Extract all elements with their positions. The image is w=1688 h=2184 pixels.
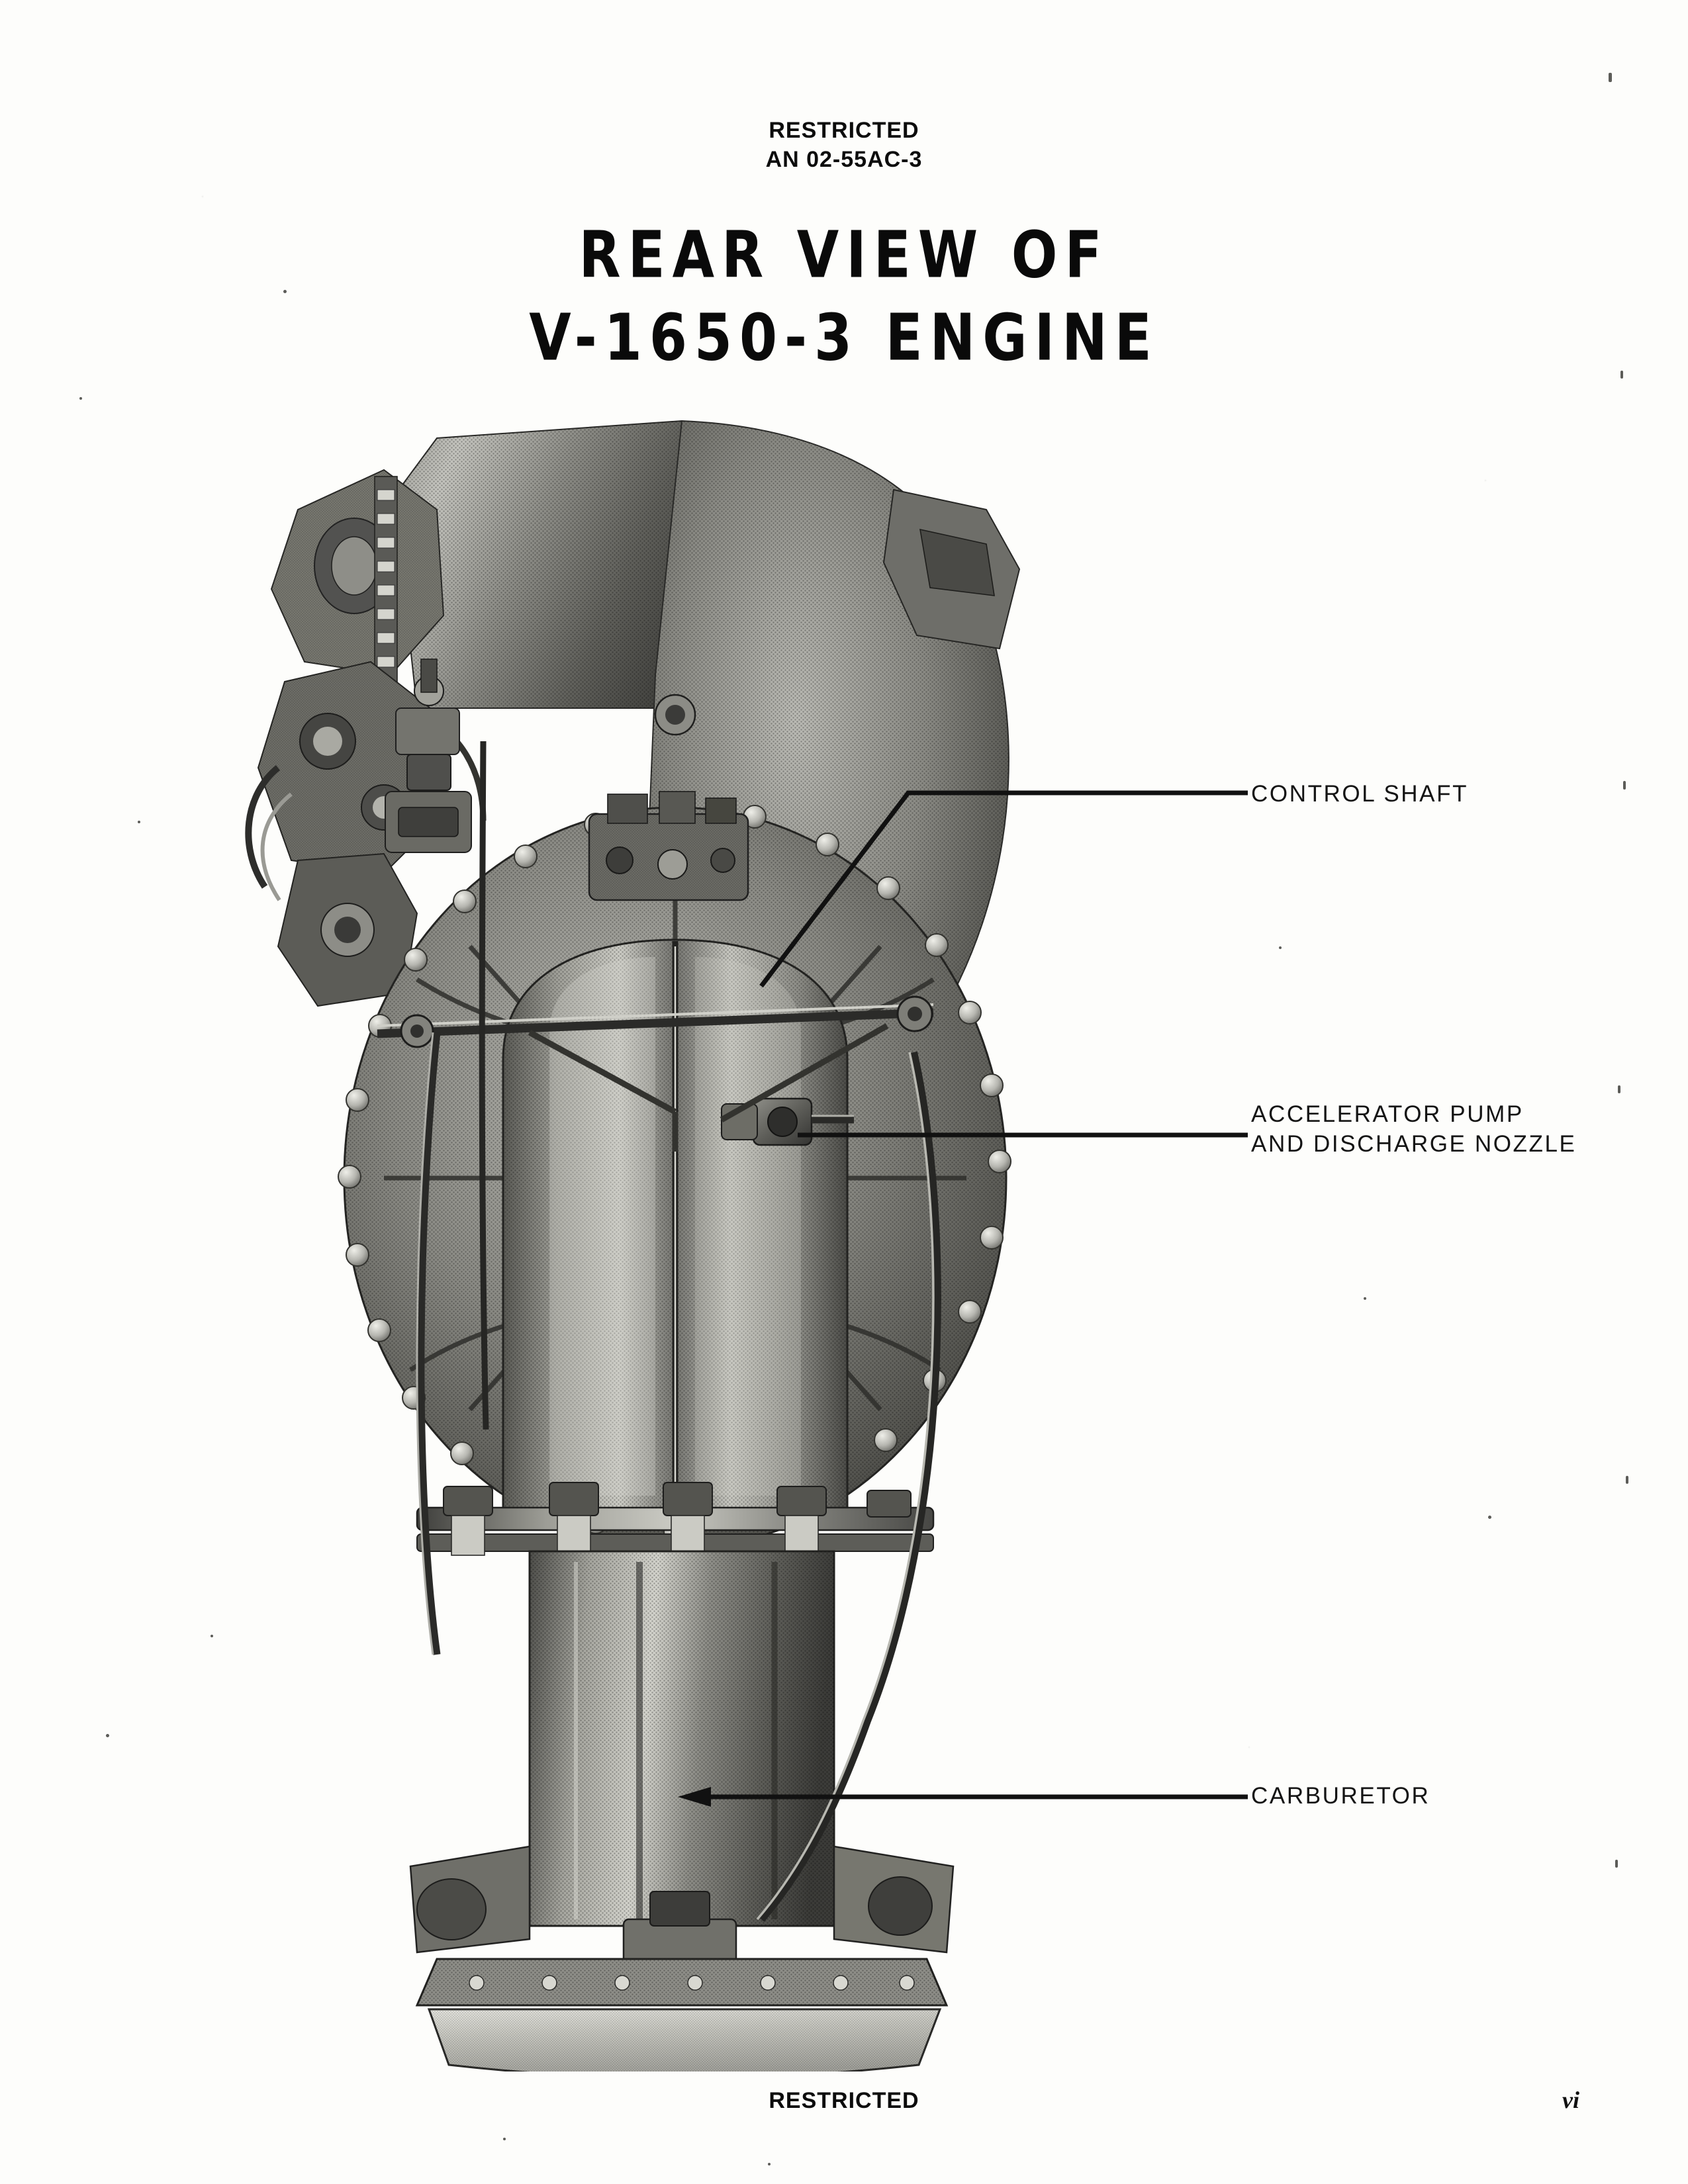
paper-speck (1626, 1476, 1628, 1484)
callout-control-shaft: CONTROL SHAFT (1251, 780, 1468, 809)
header-classification: RESTRICTED (769, 118, 919, 143)
control-shaft-linkage (377, 995, 934, 1152)
header-document-number: AN 02-55AC-3 (765, 147, 923, 172)
paper-speck (1609, 73, 1612, 82)
paper-speck (503, 2138, 506, 2140)
accelerator-pump-assembly (721, 1097, 854, 1146)
intake-manifold (502, 791, 849, 1517)
engine-photograph (218, 397, 1225, 2071)
paper-speck (1279, 946, 1282, 949)
paper-speck (1364, 1297, 1366, 1300)
oil-sump-pan (415, 1958, 949, 2071)
engine-photo-svg (245, 420, 1021, 2071)
callout-carburetor: CARBURETOR (1251, 1782, 1430, 1811)
callout-carburetor-line-1: CARBURETOR (1251, 1783, 1430, 1809)
external-tubing (416, 741, 941, 1922)
page-title-line-2: V-1650-3 ENGINE (529, 301, 1159, 376)
callout-control-shaft-line-1: CONTROL SHAFT (1251, 781, 1469, 807)
paper-speck (138, 821, 140, 823)
callout-accelerator-pump-line-1: ACCELERATOR PUMP (1251, 1101, 1524, 1127)
callout-accelerator-pump-line-2: AND DISCHARGE NOZZLE (1251, 1130, 1577, 1157)
paper-speck (1615, 1860, 1618, 1868)
lower-manifold-flanges (416, 1482, 935, 1556)
page-number: vi (1562, 2087, 1579, 2113)
engine-mount-brackets (409, 1845, 955, 1954)
paper-speck (211, 1635, 213, 1637)
paper-speck (1623, 781, 1626, 790)
paper-speck (106, 1734, 109, 1737)
footer-classification: RESTRICTED (769, 2088, 919, 2113)
paper-speck (79, 397, 82, 400)
callout-accelerator-pump: ACCELERATOR PUMP AND DISCHARGE NOZZLE (1251, 1100, 1577, 1160)
paper-speck (1488, 1516, 1491, 1519)
paper-speck (1618, 1085, 1620, 1093)
accessory-drive-cluster (245, 659, 487, 1007)
carburetor-body (528, 1550, 835, 1967)
paper-speck (768, 2163, 771, 2165)
page-title-line-1: REAR VIEW OF (579, 218, 1109, 293)
